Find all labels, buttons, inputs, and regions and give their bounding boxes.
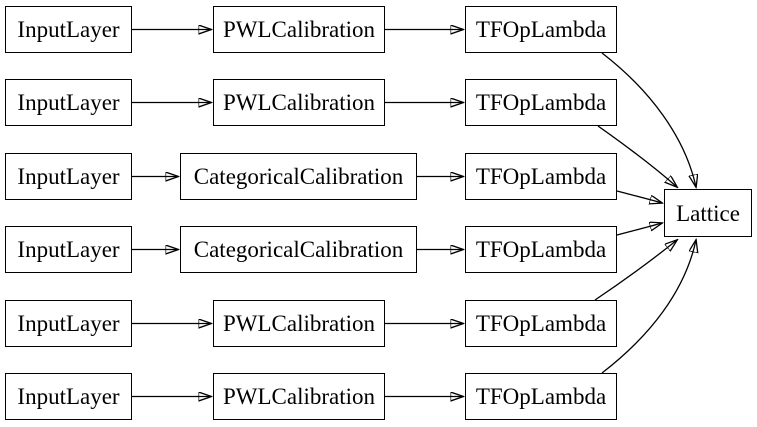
node-tfoplambda-row3: TFOpLambda <box>465 153 617 200</box>
node-calibration-row3: CategoricalCalibration <box>180 153 417 200</box>
node-inputlayer-row6: InputLayer <box>5 373 132 420</box>
node-tfoplambda-row1: TFOpLambda <box>465 6 617 53</box>
node-inputlayer-row1: InputLayer <box>5 6 132 53</box>
node-calibration-row6: PWLCalibration <box>213 373 385 420</box>
node-tfoplambda-row6: TFOpLambda <box>465 373 617 420</box>
node-inputlayer-row4: InputLayer <box>5 226 132 273</box>
node-calibration-row1: PWLCalibration <box>213 6 385 53</box>
node-tfoplambda-row5: TFOpLambda <box>465 300 617 347</box>
edge-tfoplambda1-lattice <box>601 52 696 187</box>
edge-tfoplambda2-lattice <box>597 125 677 187</box>
edge-tfoplambda6-lattice <box>601 240 696 374</box>
node-calibration-row2: PWLCalibration <box>213 79 385 126</box>
node-tfoplambda-row2: TFOpLambda <box>465 79 617 126</box>
node-inputlayer-row3: InputLayer <box>5 153 132 200</box>
node-inputlayer-row5: InputLayer <box>5 300 132 347</box>
node-lattice-output: Lattice <box>664 189 752 237</box>
node-calibration-row5: PWLCalibration <box>213 300 385 347</box>
node-inputlayer-row2: InputLayer <box>5 79 132 126</box>
edge-tfoplambda5-lattice <box>594 240 677 301</box>
node-calibration-row4: CategoricalCalibration <box>180 226 417 273</box>
edge-tfoplambda4-lattice <box>616 223 662 236</box>
node-tfoplambda-row4: TFOpLambda <box>465 226 617 273</box>
edge-tfoplambda3-lattice <box>616 190 662 203</box>
